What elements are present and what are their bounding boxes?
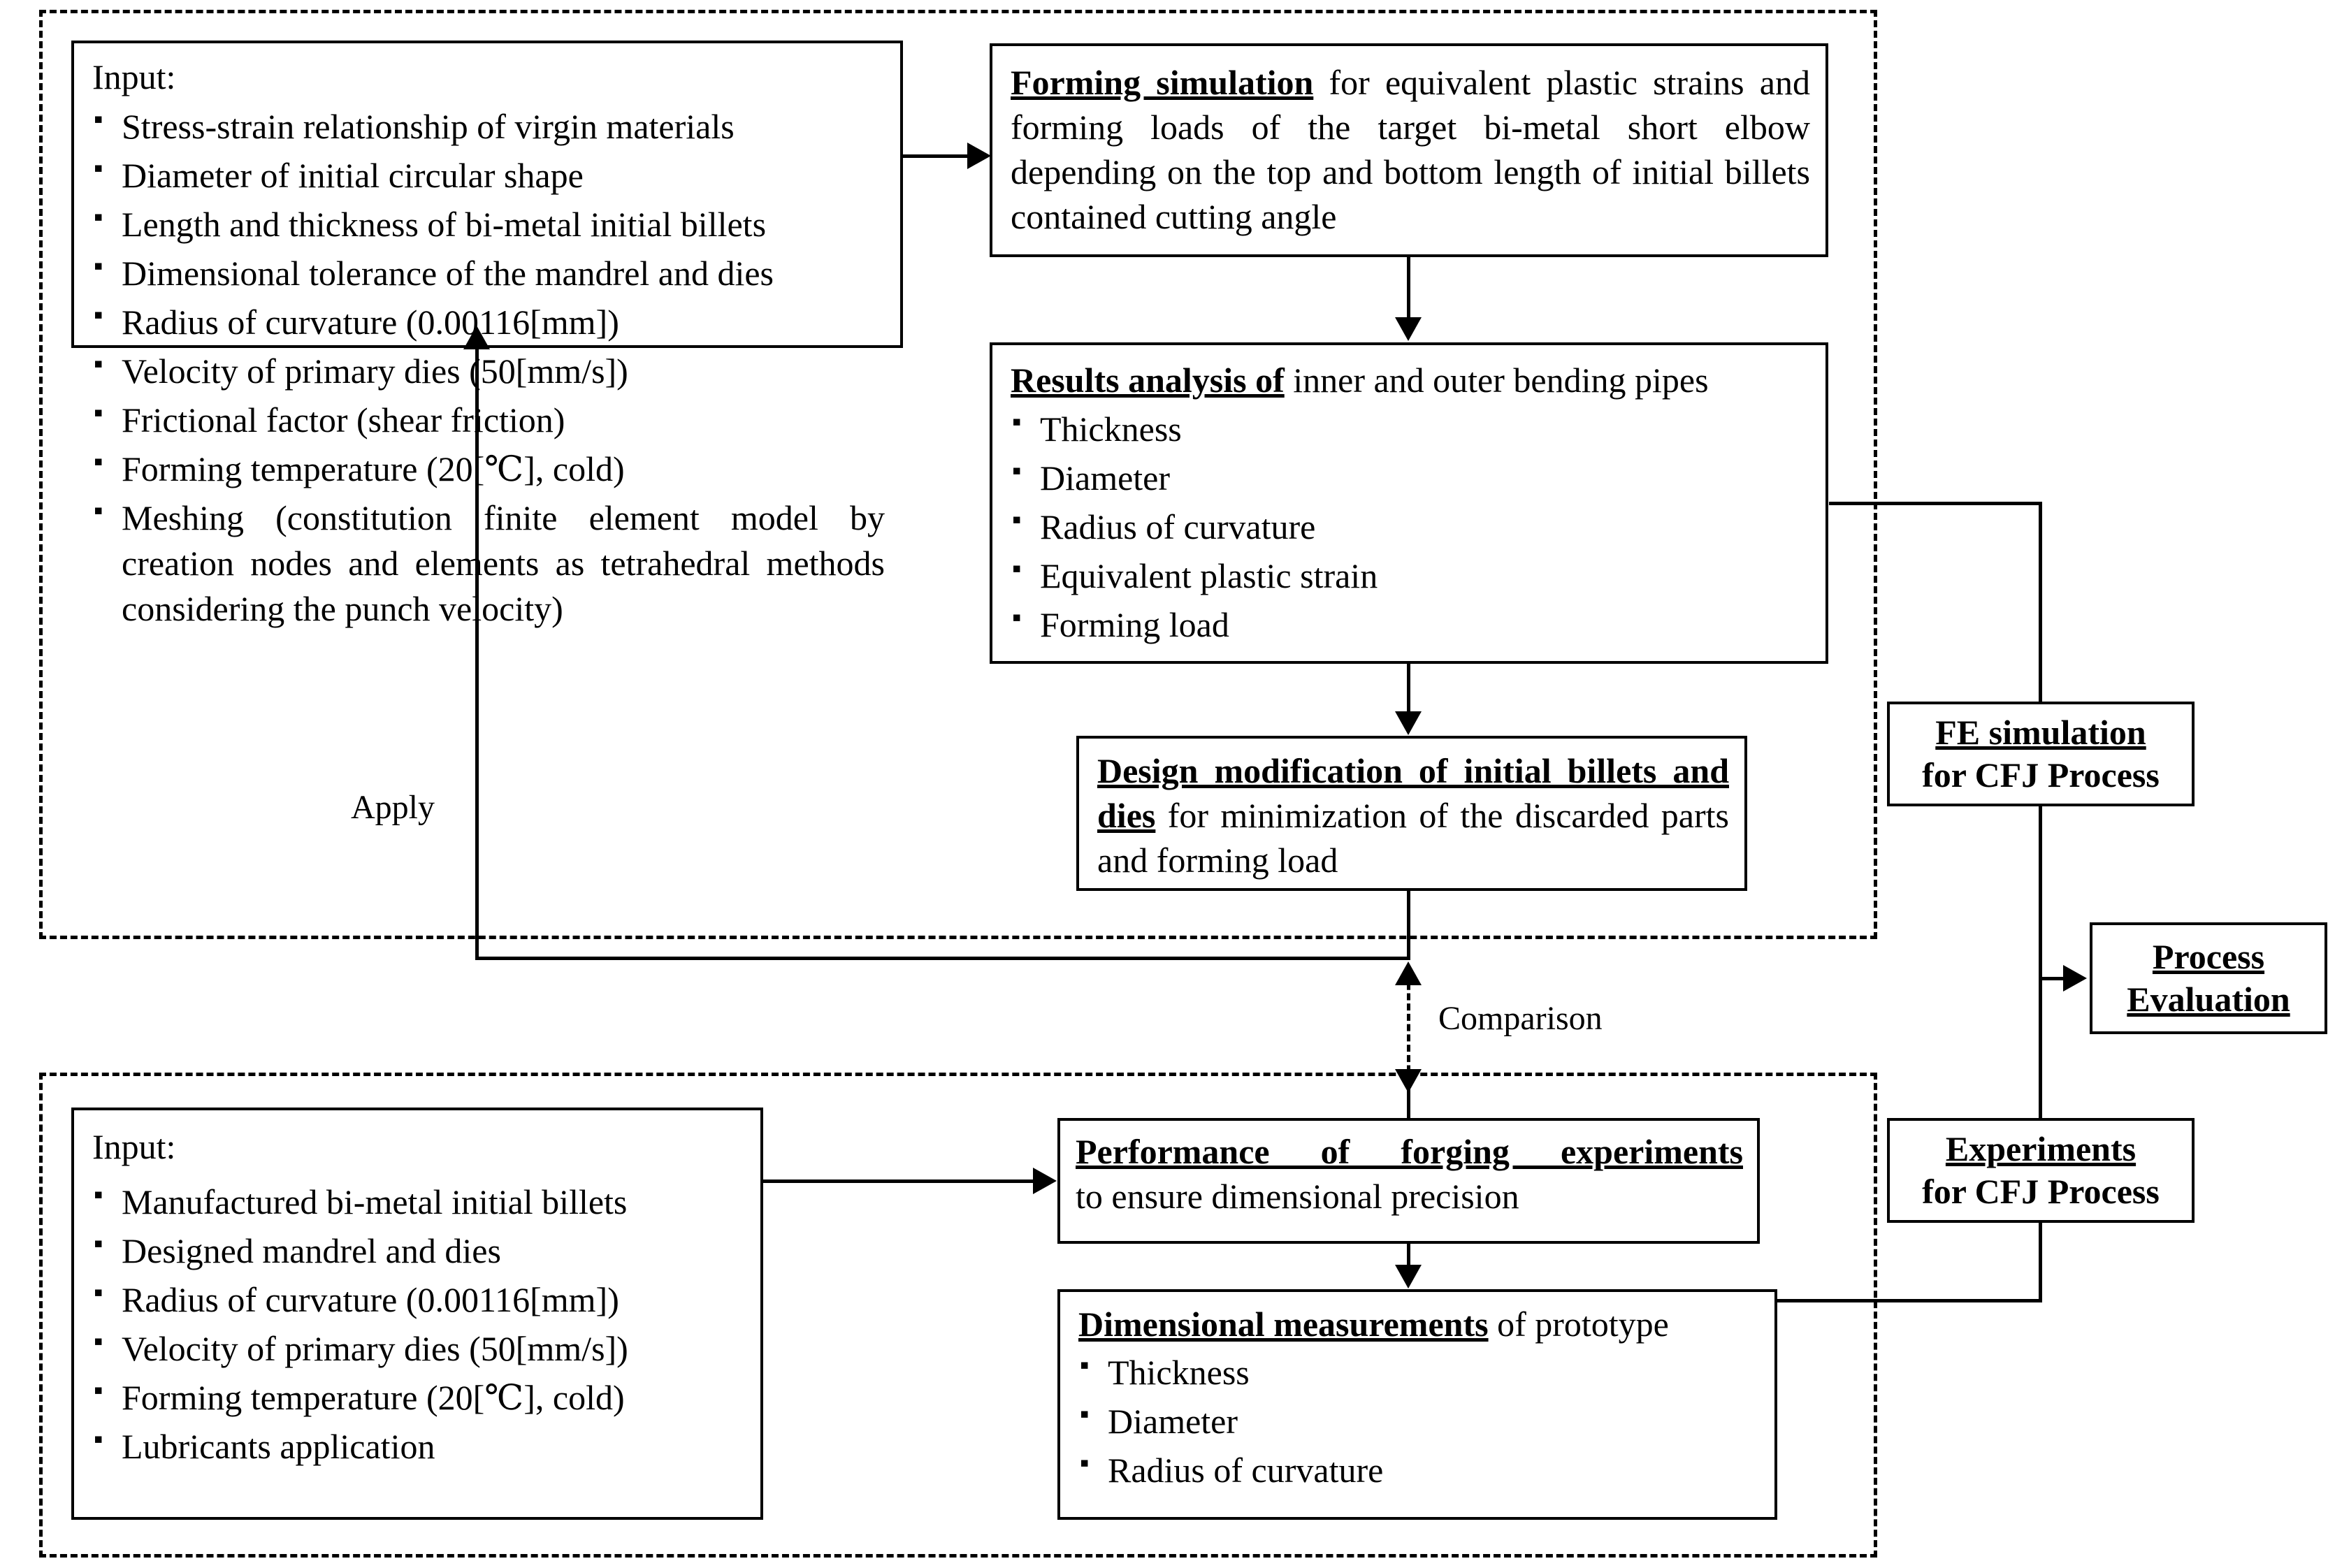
list-item: Forming temperature (20[℃], cold): [92, 445, 885, 492]
experiment-input-list: Manufactured bi-metal initial billets De…: [92, 1178, 745, 1469]
group-fe-simulation: [39, 10, 1877, 939]
dimensional-measurements-lead: Dimensional measurements: [1078, 1305, 1489, 1344]
forming-simulation-text: Forming simulation for equivalent plasti…: [1011, 60, 1810, 239]
dimensional-measurements-list: Thickness Diameter Radius of curvature: [1078, 1349, 1759, 1493]
group-experiments: [39, 1073, 1877, 1558]
connector-input-to-forming: [903, 154, 969, 158]
apply-label: Apply: [351, 789, 435, 826]
arrowhead-comparison-up: [1395, 961, 1422, 985]
experiments-label-box: Experiments for CFJ Process: [1887, 1118, 2195, 1223]
list-item: Length and thickness of bi-metal initial…: [92, 201, 885, 247]
experiments-line2: for CFJ Process: [1922, 1172, 2160, 1211]
connector-spine-to-process-eval: [2039, 977, 2067, 980]
results-analysis-rest: inner and outer bending pipes: [1284, 361, 1709, 400]
design-modification-lead: Design modification of initial billets a…: [1097, 751, 1729, 835]
results-analysis-list: Thickness Diameter Radius of curvature E…: [1011, 405, 1810, 648]
arrowhead-input-to-forming: [967, 143, 991, 169]
connector-apply-horizontal: [475, 957, 1410, 960]
connector-performance-to-dimensional: [1407, 1244, 1410, 1266]
connector-fe-to-experiments-spine: [2039, 804, 2042, 1121]
performance-box: Performance of forging experiments to en…: [1057, 1118, 1760, 1244]
performance-rest: to ensure dimensional precision: [1076, 1177, 1519, 1216]
connector-design-down: [1407, 891, 1410, 960]
arrowhead-spine-to-process-eval: [2063, 965, 2087, 992]
connector-comparison-to-performance: [1407, 1090, 1410, 1119]
arrowhead-results-to-design: [1395, 711, 1422, 735]
connector-dimensional-to-experiments-vertical: [2039, 1220, 2042, 1302]
experiment-input-heading: Input:: [92, 1127, 176, 1166]
arrowhead-performance-to-dimensional: [1395, 1265, 1422, 1288]
list-item: Equivalent plastic strain: [1011, 552, 1810, 599]
list-item: Forming temperature (20[℃], cold): [92, 1374, 745, 1421]
connector-comparison-dashed: [1407, 973, 1410, 1093]
list-item: Velocity of primary dies (50[mm/s]): [92, 347, 885, 394]
list-item: Radius of curvature (0.00116[mm]): [92, 298, 885, 345]
process-evaluation-box: Process Evaluation: [2090, 922, 2327, 1034]
results-analysis-lead: Results analysis of: [1011, 361, 1285, 400]
list-item: Radius of curvature: [1078, 1446, 1759, 1493]
fe-simulation-line2: for CFJ Process: [1922, 755, 2160, 794]
connector-forming-to-results: [1407, 257, 1410, 319]
results-analysis-text: Results analysis of inner and outer bend…: [1011, 358, 1810, 402]
connector-results-to-design: [1407, 664, 1410, 713]
simulation-input-list: Stress-strain relationship of virgin mat…: [92, 103, 885, 632]
arrowhead-expinput-to-performance: [1033, 1168, 1057, 1194]
list-item: Meshing (constitution finite element mod…: [92, 494, 885, 632]
list-item: Radius of curvature (0.00116[mm]): [92, 1276, 745, 1323]
comparison-label: Comparison: [1438, 1000, 1603, 1037]
performance-lead: Performance of forging experiments: [1076, 1132, 1743, 1171]
simulation-input-heading: Input:: [92, 57, 176, 96]
list-item: Radius of curvature: [1011, 503, 1810, 550]
list-item: Thickness: [1078, 1349, 1759, 1395]
dimensional-measurements-rest: of prototype: [1488, 1305, 1669, 1344]
list-item: Diameter: [1011, 454, 1810, 501]
experiments-line1: Experiments: [1945, 1129, 2137, 1168]
list-item: Dimensional tolerance of the mandrel and…: [92, 249, 885, 296]
process-evaluation-line2: Evaluation: [2127, 980, 2290, 1019]
results-analysis-box: Results analysis of inner and outer bend…: [990, 342, 1828, 664]
list-item: Designed mandrel and dies: [92, 1227, 745, 1274]
list-item: Velocity of primary dies (50[mm/s]): [92, 1325, 745, 1372]
list-item: Thickness: [1011, 405, 1810, 452]
simulation-input-box: Input: Stress-strain relationship of vir…: [71, 41, 903, 628]
forming-simulation-box: Forming simulation for equivalent plasti…: [990, 43, 1828, 257]
list-item: Lubricants application: [92, 1423, 745, 1469]
list-item: Diameter: [1078, 1398, 1759, 1444]
arrowhead-forming-to-results: [1395, 317, 1422, 341]
design-modification-box: Design modification of initial billets a…: [1076, 736, 1747, 891]
experiment-input-box: Input: Manufactured bi-metal initial bil…: [71, 1108, 763, 1520]
arrowhead-apply-to-input: [463, 326, 490, 349]
connector-dimensional-to-experiments-horizontal: [1775, 1299, 2042, 1302]
list-item: Stress-strain relationship of virgin mat…: [92, 103, 885, 150]
arrowhead-comparison-down: [1395, 1069, 1422, 1093]
list-item: Forming load: [1011, 601, 1810, 648]
design-modification-text: Design modification of initial billets a…: [1097, 748, 1729, 883]
connector-apply-vertical: [475, 349, 479, 959]
fe-simulation-line1: FE simulation: [1935, 713, 2146, 752]
forming-simulation-rest: for equivalent plastic strains and formi…: [1011, 63, 1810, 236]
design-modification-rest: for minimization of the discarded parts …: [1097, 796, 1729, 880]
list-item: Manufactured bi-metal initial billets: [92, 1178, 745, 1225]
connector-expinput-to-performance: [763, 1179, 1036, 1183]
fe-simulation-label-box: FE simulation for CFJ Process: [1887, 702, 2195, 806]
connector-results-to-fe-vertical: [2039, 502, 2042, 704]
performance-lead-line: Performance of forging experiments: [1076, 1129, 1743, 1174]
list-item: Diameter of initial circular shape: [92, 152, 885, 198]
dimensional-measurements-box: Dimensional measurements of prototype Th…: [1057, 1289, 1777, 1520]
connector-results-to-fe-horizontal: [1829, 502, 2042, 505]
process-evaluation-line1: Process: [2152, 937, 2265, 976]
forming-simulation-lead: Forming simulation: [1011, 63, 1314, 102]
list-item: Frictional factor (shear friction): [92, 396, 885, 443]
dimensional-measurements-text: Dimensional measurements of prototype: [1078, 1302, 1759, 1346]
